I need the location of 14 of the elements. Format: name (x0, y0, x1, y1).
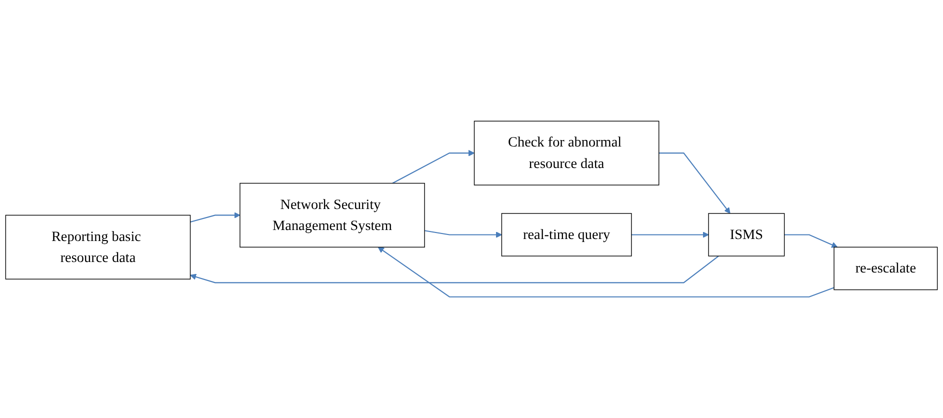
arrow (784, 234, 838, 248)
arrow (392, 150, 475, 184)
node-box: Reporting basic resource data (5, 214, 191, 280)
node-box: re-escalate (834, 246, 938, 290)
node-box: real-time query (501, 213, 632, 256)
arrow (378, 246, 834, 298)
arrow (190, 212, 240, 222)
arrow (658, 152, 730, 214)
arrow (424, 230, 502, 238)
arrow (190, 256, 719, 284)
node-box: ISMS (708, 213, 785, 256)
node-box: Network Security Management System (240, 182, 425, 248)
node-box: Check for abnormal resource data (474, 120, 660, 186)
arrow (631, 232, 709, 238)
